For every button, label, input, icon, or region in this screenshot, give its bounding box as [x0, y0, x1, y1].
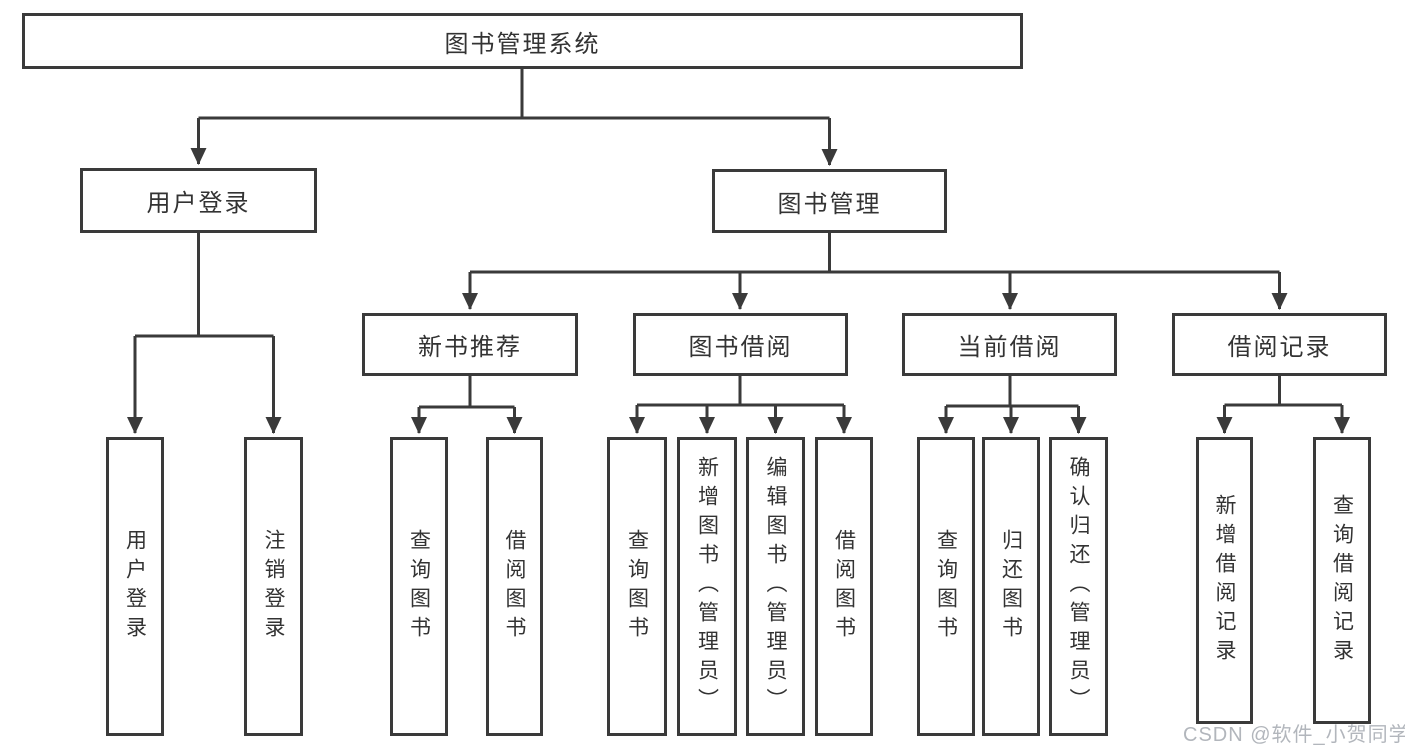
leaf-logout: 注销登录: [244, 437, 303, 736]
leaf-record-query-label: 查询借阅记录: [1330, 493, 1354, 668]
leaf-borrow-edit-admin: 编辑图书（管理员）: [746, 437, 805, 736]
leaf-logout-label: 注销登录: [262, 528, 285, 645]
leaf-borrow-add-admin: 新增图书（管理员）: [677, 437, 737, 736]
node-new-book-recommend-label: 新书推荐: [418, 334, 522, 361]
csdn-watermark: CSDN @软件_小贺同学: [1183, 724, 1405, 746]
node-current-borrow: 当前借阅: [902, 313, 1117, 376]
leaf-borrow-add-admin-label: 新增图书（管理员）: [695, 456, 719, 717]
node-book-borrow-label: 图书借阅: [688, 334, 793, 361]
leaf-newbook-query: 查询图书: [390, 437, 448, 736]
leaf-borrow-book-label: 借阅图书: [832, 528, 856, 645]
leaf-borrow-query-label: 查询图书: [625, 528, 649, 645]
node-root: 图书管理系统: [22, 13, 1023, 69]
leaf-current-query: 查询图书: [917, 437, 975, 736]
node-user-login: 用户登录: [80, 168, 317, 233]
node-borrow-records-label: 借阅记录: [1227, 334, 1332, 361]
leaf-borrow-book: 借阅图书: [815, 437, 873, 736]
leaf-newbook-query-label: 查询图书: [407, 528, 431, 645]
leaf-current-query-label: 查询图书: [934, 528, 958, 645]
leaf-user-login: 用户登录: [106, 437, 164, 736]
leaf-current-confirm-admin: 确认归还（管理员）: [1049, 437, 1108, 736]
node-book-borrow: 图书借阅: [633, 313, 848, 376]
node-current-borrow-label: 当前借阅: [957, 334, 1062, 361]
node-book-management-label: 图书管理: [777, 190, 882, 218]
leaf-record-add: 新增借阅记录: [1196, 437, 1253, 724]
node-book-management: 图书管理: [712, 169, 947, 233]
leaf-record-query: 查询借阅记录: [1313, 437, 1371, 724]
node-new-book-recommend: 新书推荐: [362, 313, 578, 376]
node-borrow-records: 借阅记录: [1172, 313, 1387, 376]
leaf-current-confirm-admin-label: 确认归还（管理员）: [1067, 456, 1090, 717]
leaf-borrow-query: 查询图书: [607, 437, 667, 736]
leaf-newbook-borrow: 借阅图书: [486, 437, 543, 736]
leaf-current-return-label: 归还图书: [999, 528, 1023, 645]
node-root-label: 图书管理系统: [444, 30, 601, 58]
leaf-current-return: 归还图书: [982, 437, 1040, 736]
node-user-login-label: 用户登录: [146, 190, 251, 217]
leaf-newbook-borrow-label: 借阅图书: [503, 528, 526, 645]
leaf-record-add-label: 新增借阅记录: [1213, 493, 1236, 668]
leaf-user-login-label: 用户登录: [123, 528, 147, 645]
leaf-borrow-edit-admin-label: 编辑图书（管理员）: [764, 456, 787, 717]
